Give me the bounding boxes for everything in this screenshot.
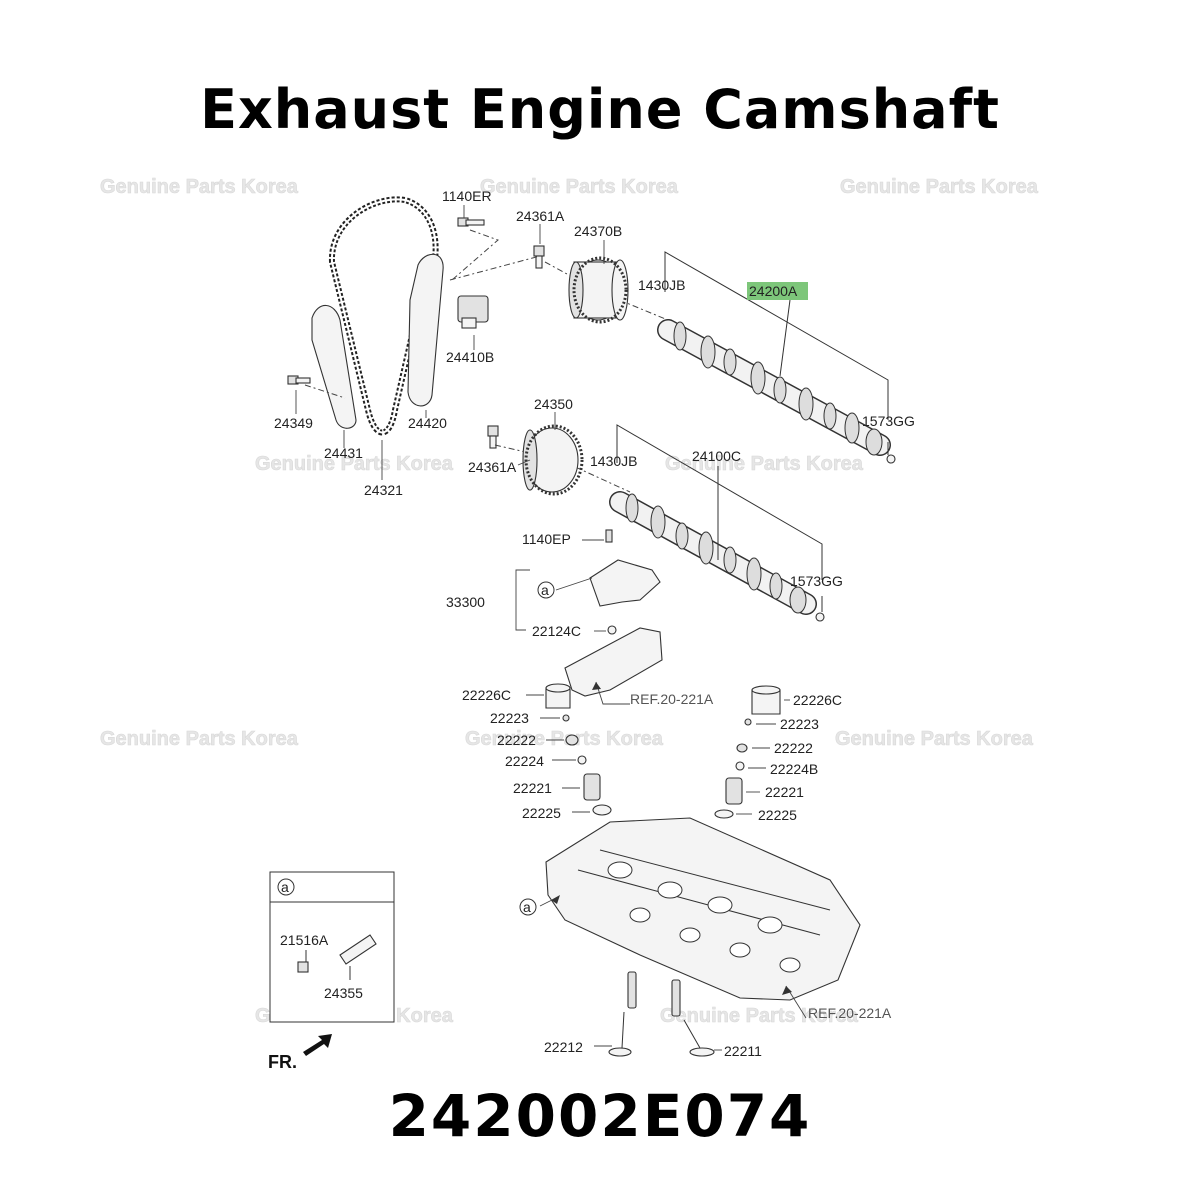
label-24431: 24431 bbox=[324, 445, 363, 461]
page-title: Exhaust Engine Camshaft bbox=[200, 78, 1000, 141]
label-24350: 24350 bbox=[534, 396, 573, 412]
watermark: Genuine Parts Korea bbox=[665, 453, 864, 475]
cylinder-head bbox=[545, 817, 861, 1001]
label-24100C: 24100C bbox=[692, 448, 741, 464]
reference-label: REF.20-221A bbox=[630, 691, 714, 707]
intake-cam-sprocket bbox=[522, 424, 584, 496]
label-22212: 22212 bbox=[544, 1039, 583, 1055]
label-22221: 22221 bbox=[765, 784, 804, 800]
exhaust-camshaft bbox=[657, 319, 896, 464]
label-1430JB: 1430JB bbox=[590, 453, 637, 469]
label-1573GG: 1573GG bbox=[790, 573, 843, 589]
valve-train-right bbox=[714, 685, 781, 819]
svg-text:a: a bbox=[541, 582, 549, 598]
label-22222: 22222 bbox=[774, 740, 813, 756]
timing-chain bbox=[328, 196, 439, 436]
label-33300: 33300 bbox=[446, 594, 485, 610]
detail-inset bbox=[269, 871, 395, 1023]
bolt-icon bbox=[287, 375, 311, 385]
label-24361A: 24361A bbox=[516, 208, 565, 224]
label-22222: 22222 bbox=[497, 732, 536, 748]
label-22224B: 22224B bbox=[770, 761, 818, 777]
highlight-box bbox=[747, 282, 808, 300]
label-22221: 22221 bbox=[513, 780, 552, 796]
intake-camshaft bbox=[609, 491, 825, 622]
watermark-layer: Genuine Parts Korea Genuine Parts Korea … bbox=[100, 176, 1039, 1028]
label-22211: 22211 bbox=[724, 1043, 762, 1059]
label-1140EP: 1140EP bbox=[522, 531, 571, 547]
label-1140ER: 1140ER bbox=[442, 188, 492, 204]
callout-a: a bbox=[537, 581, 555, 599]
label-1573GG: 1573GG bbox=[862, 413, 915, 429]
exhaust-valve bbox=[608, 971, 637, 1057]
tensioner-arm bbox=[311, 304, 357, 429]
chain-guide bbox=[407, 253, 444, 407]
oil-control-valve bbox=[297, 934, 377, 980]
label-24361A: 24361A bbox=[468, 459, 517, 475]
label-24321: 24321 bbox=[364, 482, 403, 498]
svg-text:a: a bbox=[523, 899, 531, 915]
label-22225: 22225 bbox=[522, 805, 561, 821]
label-1430JB: 1430JB bbox=[638, 277, 685, 293]
front-direction-label: FR. bbox=[268, 1052, 297, 1072]
reference-label: REF.20-221A bbox=[808, 1005, 892, 1021]
chain-tensioner bbox=[457, 295, 489, 329]
watermark: Genuine Parts Korea bbox=[840, 176, 1039, 198]
label-21516A: 21516A bbox=[280, 932, 329, 948]
label-24355: 24355 bbox=[324, 985, 363, 1001]
cam-carrier bbox=[564, 627, 663, 697]
valve-train-left bbox=[545, 683, 612, 816]
label-22226C: 22226C bbox=[462, 687, 511, 703]
label-24370B: 24370B bbox=[574, 223, 622, 239]
watermark: Genuine Parts Korea bbox=[660, 1005, 859, 1027]
part-number: 242002E074 bbox=[388, 1082, 812, 1150]
inset-header-label: a bbox=[281, 879, 289, 895]
watermark: Genuine Parts Korea bbox=[100, 176, 299, 198]
label-24349: 24349 bbox=[274, 415, 313, 431]
circle-a-icon bbox=[277, 878, 295, 896]
exhaust-cam-sprocket bbox=[568, 256, 629, 324]
bolt-icon bbox=[457, 217, 485, 227]
label-22223: 22223 bbox=[780, 716, 819, 732]
watermark: Genuine Parts Korea bbox=[255, 453, 454, 475]
label-24420: 24420 bbox=[408, 415, 447, 431]
front-arrow-icon bbox=[303, 1034, 332, 1056]
label-22225: 22225 bbox=[758, 807, 797, 823]
watermark: Genuine Parts Korea bbox=[835, 728, 1034, 750]
label-22223: 22223 bbox=[490, 710, 529, 726]
watermark: Genuine Parts Korea bbox=[465, 728, 664, 750]
label-22226C: 22226C bbox=[793, 692, 842, 708]
label-22224: 22224 bbox=[505, 753, 544, 769]
callout-a: a bbox=[519, 898, 537, 916]
label-22124C: 22124C bbox=[532, 623, 581, 639]
bolt-icon bbox=[487, 425, 499, 449]
bolt-icon bbox=[533, 245, 545, 269]
camshaft-bearing-cap bbox=[589, 529, 661, 635]
watermark: Genuine Parts Korea bbox=[100, 728, 299, 750]
watermark: Genuine Parts Korea bbox=[480, 176, 679, 198]
label-24410B: 24410B bbox=[446, 349, 494, 365]
intake-valve bbox=[671, 979, 715, 1057]
label-24200A: 24200A bbox=[749, 283, 798, 299]
